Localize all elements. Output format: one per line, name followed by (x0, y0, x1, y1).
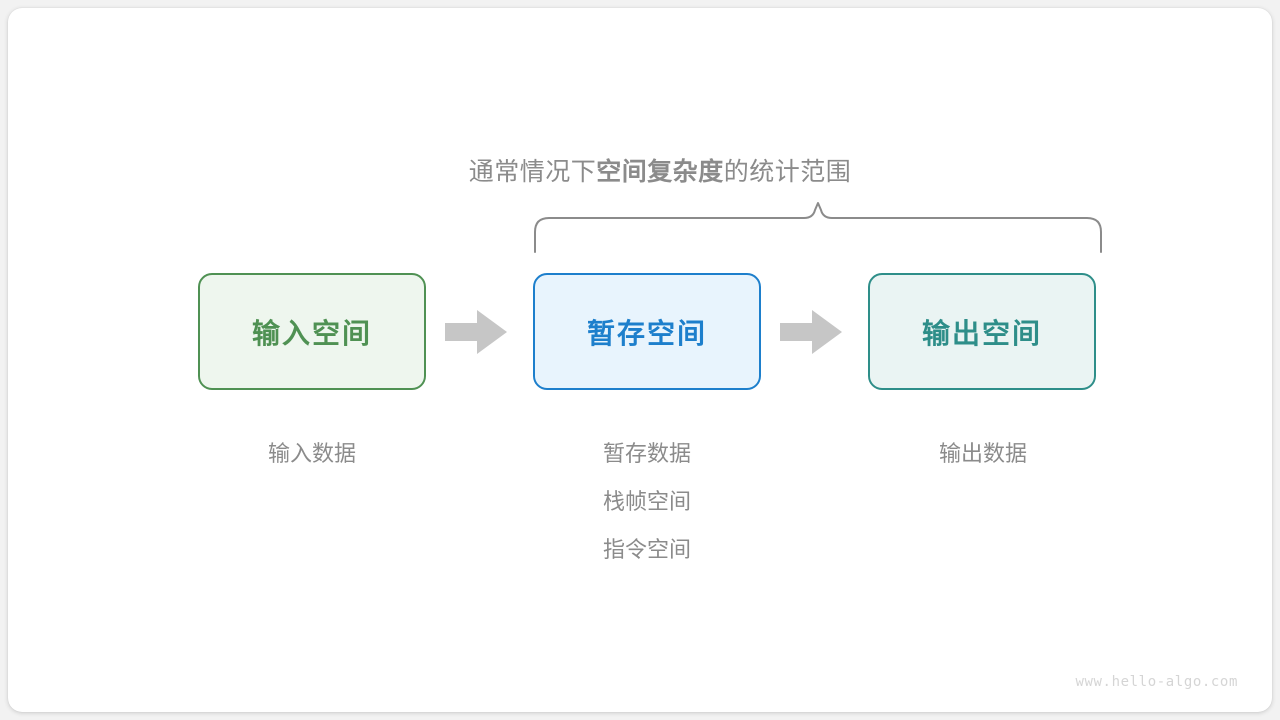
arrow-right-icon (780, 310, 842, 354)
caption-line: 指令空间 (602, 537, 691, 562)
caption-input-space: 输入数据 (182, 430, 442, 478)
box-temp-space-label: 暂存空间 (586, 317, 707, 349)
scope-label-emphasis: 空间复杂度 (596, 158, 724, 186)
scope-label-prefix: 通常情况下 (468, 158, 597, 186)
scope-label: 通常情况下空间复杂度的统计范围 (8, 152, 1272, 188)
scope-brace-icon (534, 202, 1102, 253)
box-input-space-label: 输入空间 (251, 317, 372, 349)
caption-line: 输出数据 (938, 441, 1027, 466)
scope-label-suffix: 的统计范围 (723, 158, 852, 186)
caption-line: 暂存数据 (602, 441, 691, 466)
diagram-canvas: 通常情况下空间复杂度的统计范围 输入空间 暂存空间 输出空间 输入数据 暂存数据… (8, 8, 1272, 712)
caption-output-space: 输出数据 (853, 430, 1113, 478)
box-output-space: 输出空间 (868, 273, 1096, 390)
box-temp-space: 暂存空间 (533, 273, 761, 390)
box-output-space-label: 输出空间 (921, 317, 1042, 349)
caption-line: 输入数据 (267, 441, 356, 466)
watermark: www.hello-algo.com (1075, 674, 1238, 690)
arrow-right-icon (445, 310, 507, 354)
box-input-space: 输入空间 (198, 273, 426, 390)
caption-line: 栈帧空间 (602, 489, 691, 514)
caption-temp-space: 暂存数据 栈帧空间 指令空间 (517, 430, 777, 574)
